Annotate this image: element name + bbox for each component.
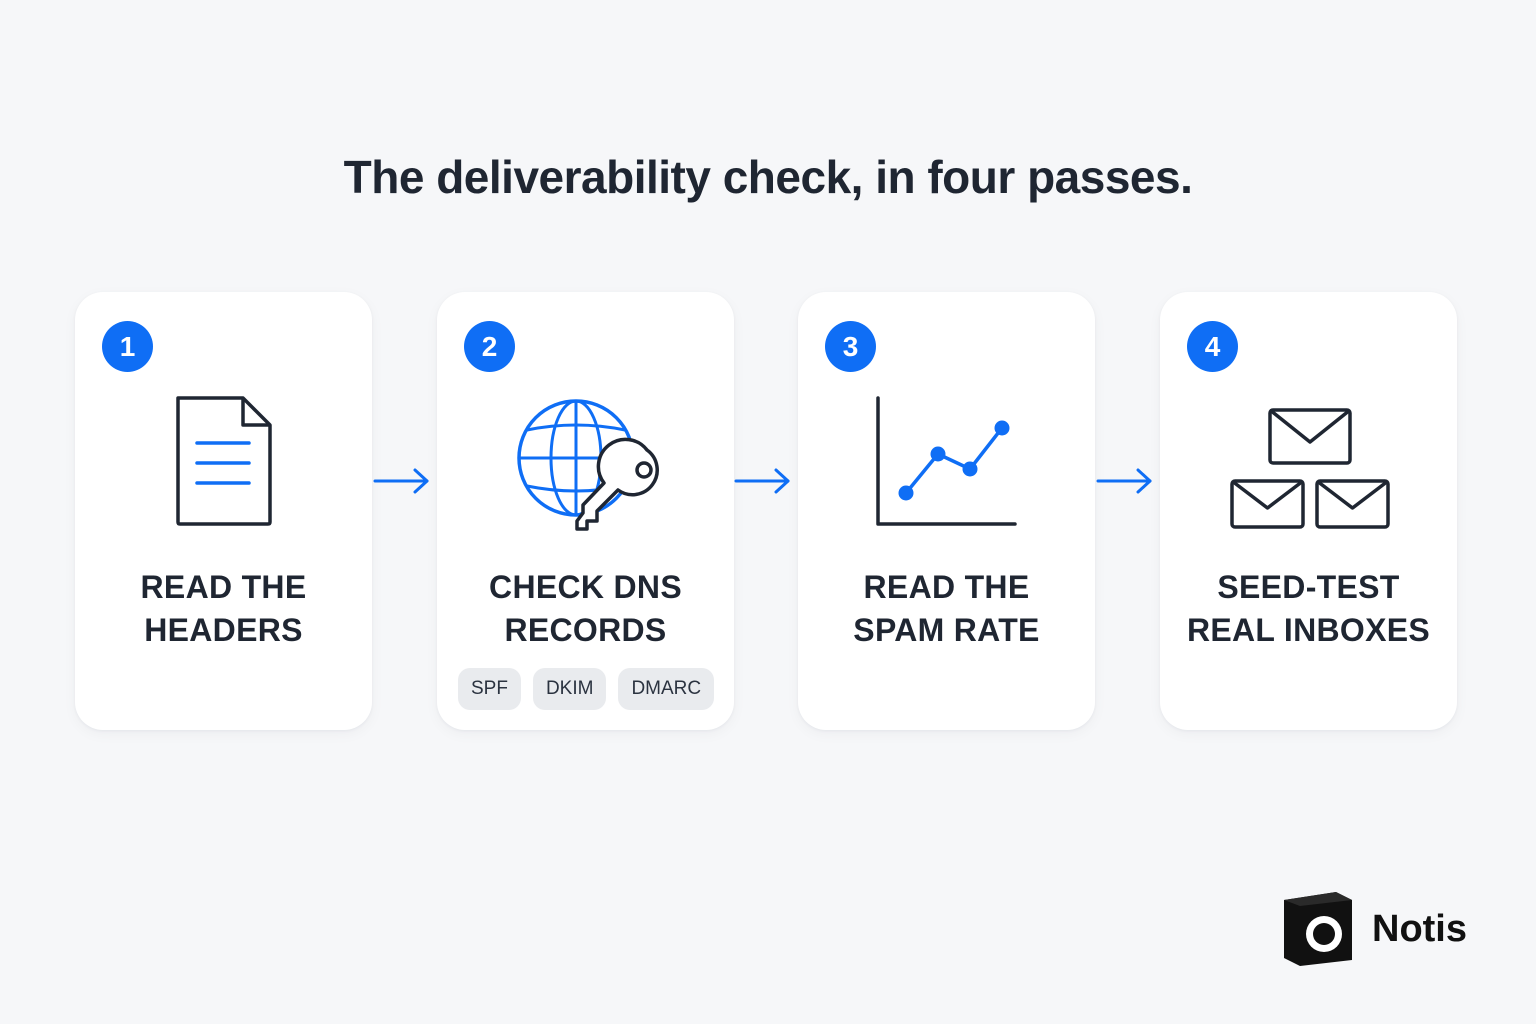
step-label-3-line2: SPAM RATE: [853, 612, 1040, 648]
step-label-2-line2: RECORDS: [504, 612, 667, 648]
dns-record-chips: SPF DKIM DMARC: [458, 668, 715, 710]
step-badge-1: 1: [102, 321, 153, 372]
step-badge-2: 2: [464, 321, 515, 372]
chip-dkim: DKIM: [532, 668, 607, 710]
step-card-2: 2 CHECK DNS RECORDS SPF DKIM DMARC: [437, 292, 734, 730]
step-badge-4: 4: [1187, 321, 1238, 372]
arrow-right-icon: [373, 468, 429, 494]
step-label-1-line2: HEADERS: [144, 612, 303, 648]
document-icon: [176, 396, 272, 526]
step-label-1-line1: READ THE: [140, 569, 307, 605]
step-label-3: READ THE SPAM RATE: [798, 566, 1095, 652]
envelopes-icon: [1230, 408, 1390, 529]
step-label-4: SEED-TEST REAL INBOXES: [1160, 566, 1457, 652]
step-label-2-line1: CHECK DNS: [489, 569, 682, 605]
step-label-4-line2: REAL INBOXES: [1186, 612, 1431, 648]
step-label-1: READ THE HEADERS: [75, 566, 372, 652]
step-label-3-line1: READ THE: [863, 569, 1030, 605]
chip-spf: SPF: [458, 668, 521, 710]
chip-dmarc: DMARC: [618, 668, 715, 710]
step-label-2: CHECK DNS RECORDS: [437, 566, 734, 652]
page-title: The deliverability check, in four passes…: [343, 151, 1193, 203]
line-chart-icon: [876, 396, 1017, 526]
step-card-1: 1 READ THE HEADERS: [75, 292, 372, 730]
notis-logo-icon: [1284, 892, 1352, 966]
step-badge-3: 3: [825, 321, 876, 372]
brand-name: Notis: [1372, 907, 1467, 950]
step-label-4-line1: SEED-TEST: [1217, 569, 1400, 605]
step-card-4: 4 SEED-TEST REAL INBOXES: [1160, 292, 1457, 730]
brand-logo: Notis: [1280, 890, 1467, 968]
arrow-right-icon: [734, 468, 790, 494]
arrow-right-icon: [1096, 468, 1152, 494]
globe-key-icon: [517, 399, 659, 531]
step-card-3: 3 READ THE SPAM RATE: [798, 292, 1095, 730]
